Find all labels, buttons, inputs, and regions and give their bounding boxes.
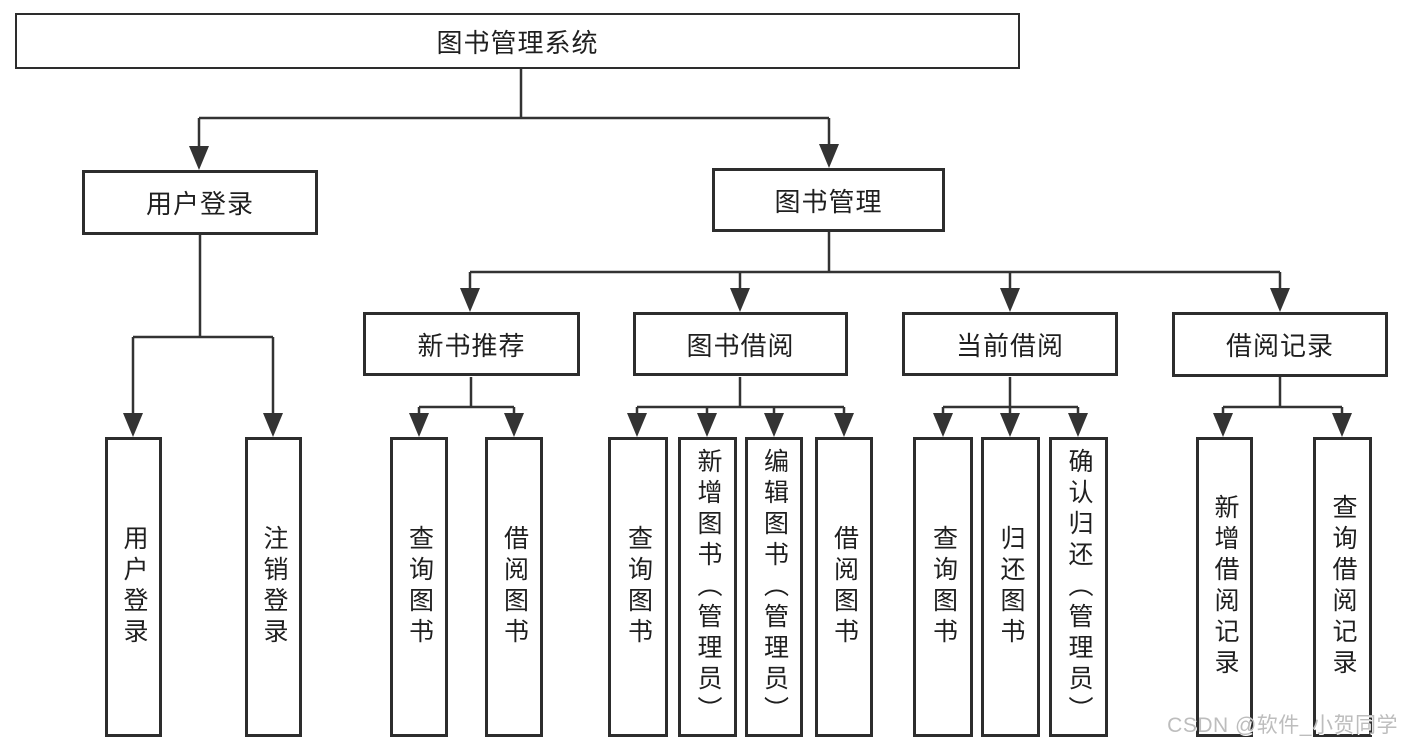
- arrow-icon: [189, 146, 209, 170]
- connector-user-login: [131, 235, 275, 417]
- arrow-icon: [933, 413, 953, 437]
- node-label: 借阅图书: [830, 525, 859, 649]
- node-current-borrowing: 当前借阅: [902, 312, 1118, 376]
- node-label: 借阅图书: [500, 525, 529, 649]
- arrow-icon: [504, 413, 524, 437]
- node-user-login: 用户登录: [82, 170, 318, 235]
- arrow-icon: [697, 413, 717, 437]
- arrow-icon: [1000, 288, 1020, 312]
- node-label: 编辑图书（管理员）: [760, 447, 789, 727]
- arrow-icon: [460, 288, 480, 312]
- node-new-book-recommend: 新书推荐: [363, 312, 580, 376]
- node-label: 图书管理: [774, 186, 883, 217]
- leaf-add-borrow-record: 新增借阅记录: [1196, 437, 1253, 737]
- csdn-watermark: CSDN @软件_小贺同学: [1167, 714, 1398, 737]
- node-label: 当前借阅: [955, 330, 1064, 361]
- arrow-icon: [263, 413, 283, 437]
- leaf-user-login: 用户登录: [105, 437, 162, 737]
- arrow-icon: [1213, 413, 1233, 437]
- connector-root: [197, 69, 831, 150]
- node-label: 查询借阅记录: [1329, 494, 1357, 680]
- arrow-icon: [409, 413, 429, 437]
- arrow-icon: [627, 413, 647, 437]
- node-book-management: 图书管理: [712, 168, 945, 232]
- leaf-query-books-recommend: 查询图书: [390, 437, 448, 737]
- leaf-borrow-books-borrowing: 借阅图书: [815, 437, 873, 737]
- connector-current-borrowing: [941, 377, 1080, 417]
- leaf-logout: 注销登录: [245, 437, 302, 737]
- arrow-icon: [1068, 413, 1088, 437]
- node-label: 图书借阅: [686, 330, 795, 361]
- leaf-borrow-books-recommend: 借阅图书: [485, 437, 543, 737]
- leaf-return-book: 归还图书: [981, 437, 1040, 737]
- arrow-icon: [123, 413, 143, 437]
- leaf-confirm-return-admin: 确认归还（管理员）: [1049, 437, 1108, 737]
- arrow-icon: [1000, 413, 1020, 437]
- node-borrowing-records: 借阅记录: [1172, 312, 1388, 377]
- node-book-borrowing: 图书借阅: [633, 312, 848, 376]
- leaf-add-book-admin: 新增图书（管理员）: [678, 437, 737, 737]
- connector-book-management: [468, 232, 1282, 292]
- node-label: 查询图书: [929, 525, 958, 649]
- arrow-icon: [1332, 413, 1352, 437]
- node-label: 图书管理系统: [436, 27, 599, 58]
- arrow-icon: [1270, 288, 1290, 312]
- node-label: 归还图书: [997, 525, 1025, 649]
- arrow-icon: [819, 144, 839, 168]
- arrow-icon: [834, 413, 854, 437]
- leaf-query-books-borrowing: 查询图书: [608, 437, 668, 737]
- leaf-query-borrow-record: 查询借阅记录: [1313, 437, 1372, 737]
- node-label: 查询图书: [405, 525, 434, 649]
- leaf-edit-book-admin: 编辑图书（管理员）: [745, 437, 803, 737]
- node-label: 用户登录: [145, 189, 254, 219]
- leaf-query-books-current: 查询图书: [913, 437, 973, 737]
- node-label: 注销登录: [260, 525, 288, 649]
- node-label: 新书推荐: [417, 330, 526, 361]
- connector-borrowing-records: [1221, 377, 1344, 417]
- arrow-icon: [730, 288, 750, 312]
- node-label: 用户登录: [120, 525, 148, 649]
- node-label: 借阅记录: [1225, 331, 1334, 361]
- node-label: 新增借阅记录: [1211, 494, 1239, 680]
- node-label: 查询图书: [624, 525, 653, 649]
- node-label: 确认归还（管理员）: [1065, 447, 1093, 727]
- node-label: 新增图书（管理员）: [694, 447, 722, 727]
- connector-book-borrowing: [635, 377, 846, 417]
- arrow-icon: [764, 413, 784, 437]
- node-library-system: 图书管理系统: [15, 13, 1020, 69]
- connector-new-book-recommend: [417, 377, 516, 417]
